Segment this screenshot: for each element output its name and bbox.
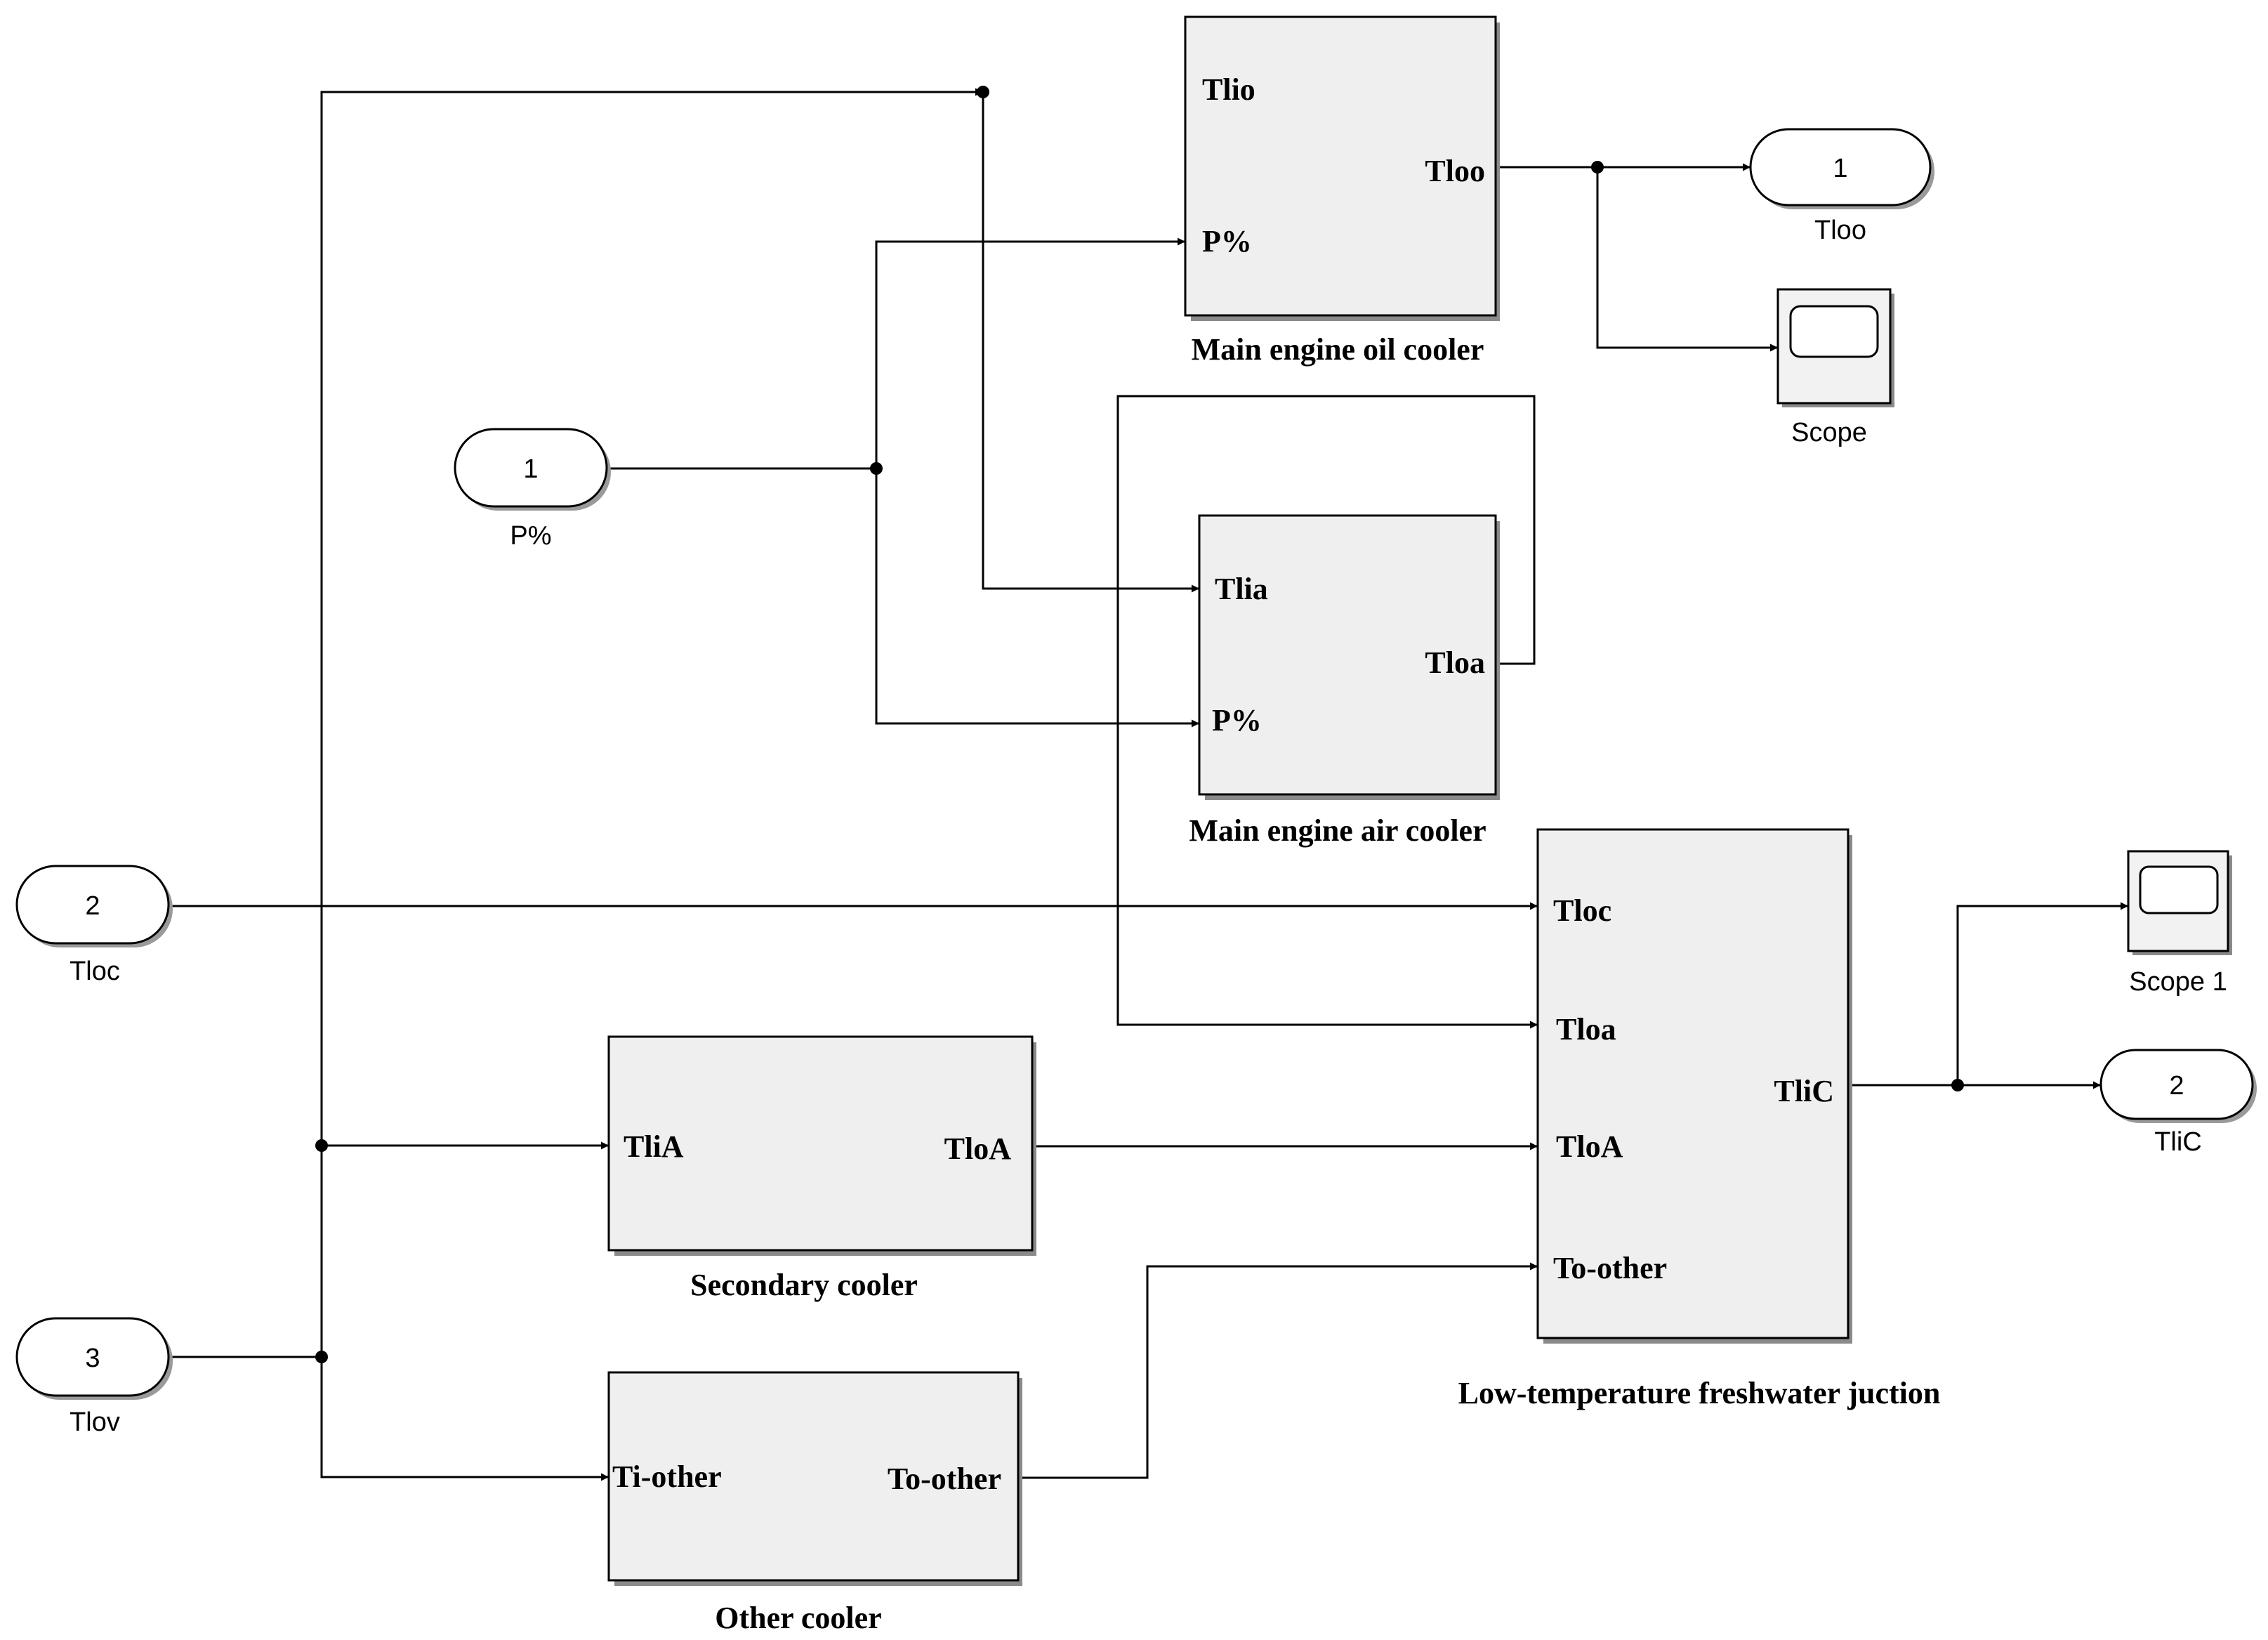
block-main-engine-air-cooler[interactable]: Tlia P% Tloa Main engine air cooler — [1189, 514, 1500, 848]
port-label-to-other: To-other — [1553, 1251, 1667, 1285]
inport-label: Tlov — [70, 1408, 120, 1437]
inport-tloc[interactable]: 2 Tloc — [15, 865, 173, 986]
wire-p-to-oil[interactable] — [875, 237, 1185, 468]
port-label-tlia: Tlia — [1215, 572, 1268, 606]
port-label-p-percent: P% — [1212, 703, 1262, 737]
block-title: Low-temperature freshwater juction — [1458, 1376, 1941, 1410]
inport-number: 3 — [85, 1344, 100, 1373]
scope-icon — [2139, 865, 2219, 914]
block-title: Other cooler — [715, 1601, 881, 1635]
outport-label: Tloo — [1814, 216, 1866, 245]
wire-to-other[interactable] — [1018, 1262, 1538, 1479]
wire-p-to-air[interactable] — [875, 468, 1199, 728]
inport-label: P% — [510, 521, 551, 551]
port-label-tloc: Tloc — [1553, 893, 1611, 928]
block-secondary-cooler[interactable]: TliA TloA Secondary cooler — [607, 1035, 1036, 1302]
scope-block[interactable]: Scope — [1776, 288, 1894, 447]
wire-tloo-scope[interactable] — [1596, 167, 1778, 352]
port-label-tloa-secondary-out: TloA — [944, 1131, 1012, 1166]
wire-tlov-trunk[interactable] — [320, 88, 983, 1357]
block-title: Secondary cooler — [690, 1268, 918, 1302]
branch-points — [315, 86, 1964, 1363]
scope-label: Scope — [1791, 418, 1867, 447]
port-label-tloo: Tloo — [1425, 154, 1485, 188]
block-title: Main engine air cooler — [1189, 813, 1486, 848]
block-other-cooler[interactable]: Ti-other To-other Other cooler — [607, 1371, 1022, 1635]
block-main-engine-oil-cooler[interactable]: Tlio P% Tloo Main engine oil cooler — [1184, 15, 1500, 367]
outport-tloo[interactable]: 1 Tloo — [1749, 128, 1934, 245]
branch-dot — [1591, 161, 1604, 173]
port-label-tlic: TliC — [1774, 1074, 1834, 1108]
port-label-tloa: Tloa — [1425, 645, 1485, 680]
inport-tlov[interactable]: 3 Tlov — [15, 1317, 173, 1437]
wire-tloa-loop[interactable] — [1116, 395, 1538, 1029]
inport-number: 1 — [523, 454, 538, 484]
inport-label: Tloc — [70, 957, 120, 986]
inport-number: 2 — [85, 891, 100, 921]
branch-dot — [977, 86, 989, 98]
outport-number: 1 — [1833, 154, 1847, 183]
outport-label: TliC — [2154, 1127, 2202, 1157]
scope-label: Scope 1 — [2129, 967, 2227, 997]
port-label-tloa-secondary: TloA — [1556, 1129, 1623, 1164]
port-label-ti-other: Ti-other — [612, 1459, 722, 1494]
branch-dot — [870, 462, 883, 475]
outport-number: 2 — [2169, 1071, 2184, 1101]
wire-to-tlia[interactable] — [982, 92, 1199, 593]
outport-tlic[interactable]: 2 TliC — [2099, 1049, 2257, 1157]
scope-1-block[interactable]: Scope 1 — [2127, 850, 2232, 997]
port-label-tlia-secondary: TliA — [624, 1129, 684, 1164]
port-label-tlio: Tlio — [1202, 72, 1255, 107]
port-label-tloa: Tloa — [1556, 1012, 1616, 1047]
port-label-p-percent: P% — [1202, 224, 1252, 258]
scope-icon — [1789, 305, 1879, 358]
signal-wires — [171, 88, 2128, 1481]
block-freshwater-junction[interactable]: Tloc Tloa TloA To-other TliC Low-tempera… — [1458, 828, 1941, 1410]
port-label-to-other-out: To-other — [888, 1462, 1001, 1496]
inport-p-percent[interactable]: 1 P% — [454, 428, 611, 551]
branch-dot — [315, 1351, 328, 1363]
branch-dot — [315, 1139, 328, 1152]
block-title: Main engine oil cooler — [1192, 332, 1484, 367]
branch-dot — [1951, 1079, 1964, 1091]
wire-tlic-scope[interactable] — [1956, 902, 2128, 1085]
wire-to-ti-other[interactable] — [320, 1357, 609, 1481]
